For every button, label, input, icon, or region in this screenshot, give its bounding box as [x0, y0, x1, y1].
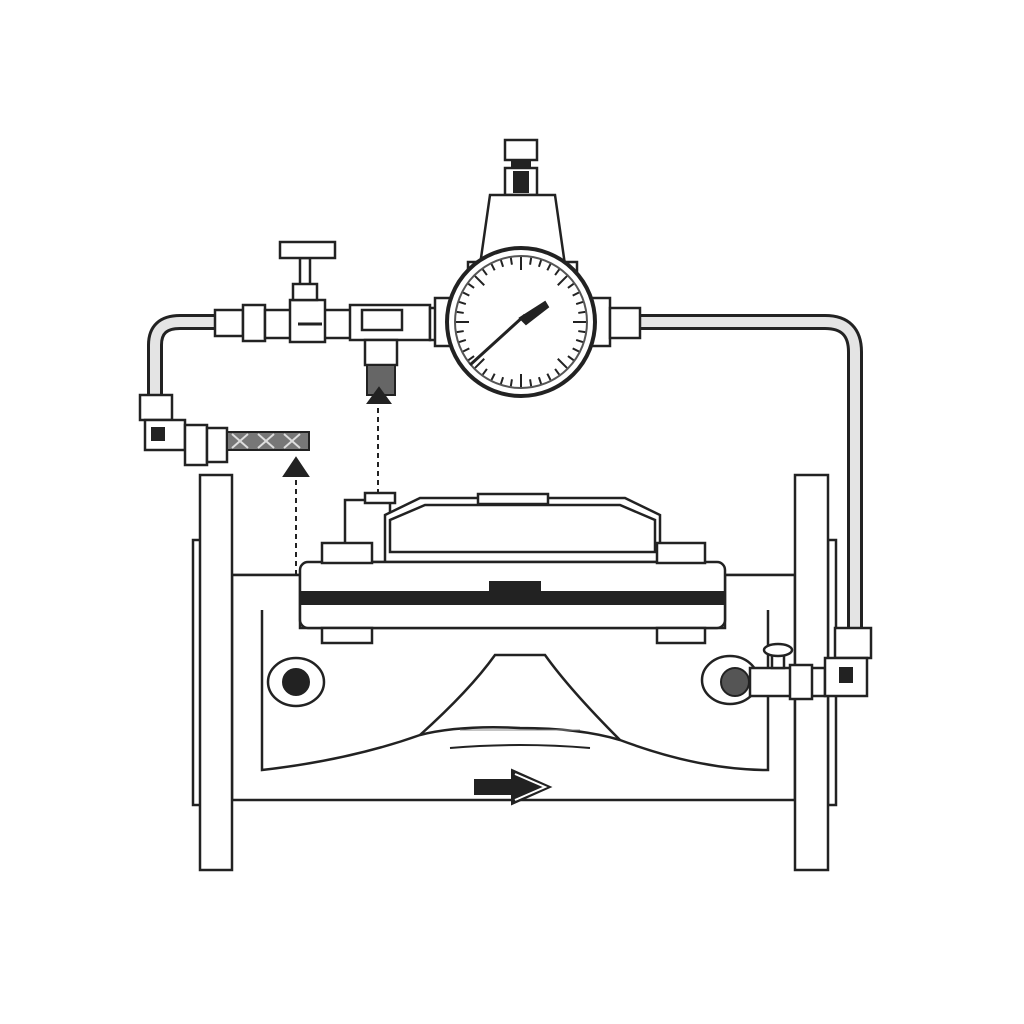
gauge-tick — [474, 358, 485, 369]
gauge-tick — [509, 379, 513, 387]
gauge-tick — [537, 259, 543, 268]
valve-cover — [298, 491, 727, 645]
gauge-tick — [481, 268, 488, 276]
outlet-port — [700, 654, 760, 706]
flow-triangle-icon — [282, 456, 310, 477]
gauge-tick — [467, 282, 475, 289]
gauge-tick — [546, 373, 552, 381]
flow-triangle-icon — [366, 386, 392, 404]
gauge-tick — [554, 268, 561, 276]
gauge-tick — [575, 338, 584, 344]
gauge-tick — [546, 263, 552, 271]
gauge-tick — [572, 347, 580, 353]
gauge-tick — [481, 368, 488, 376]
gauge-tick — [567, 282, 575, 289]
gauge-tick — [458, 300, 467, 306]
gauge-tick — [462, 291, 470, 297]
gauge-tick — [554, 368, 561, 376]
gauge-tick — [499, 376, 505, 385]
gauge-tick — [462, 347, 470, 353]
gauge-tick — [490, 373, 496, 381]
gauge-tick — [456, 310, 464, 314]
gauge-tick — [529, 379, 533, 387]
tee-fitting — [348, 303, 454, 404]
gauge-tick — [490, 263, 496, 271]
gauge-tick — [467, 355, 475, 362]
gauge-tick — [537, 376, 543, 385]
gauge-tick — [456, 330, 464, 334]
pressure-gauge-icon — [445, 246, 597, 398]
gauge-tick — [474, 275, 485, 286]
needle-valve — [213, 240, 357, 344]
inlet-port — [266, 656, 326, 708]
pilot-tubing — [147, 314, 863, 640]
gauge-tick — [575, 300, 584, 306]
gauge-tick — [557, 275, 568, 286]
gauge-tick — [529, 257, 533, 265]
inlet-strainer — [138, 393, 310, 467]
gauge-tick — [578, 330, 586, 334]
gauge-tick — [572, 291, 580, 297]
gauge-tick — [557, 358, 568, 369]
gauge-tick — [458, 338, 467, 344]
ball-valve — [748, 626, 873, 701]
gauge-tick — [499, 259, 505, 268]
gauge-tick — [567, 355, 575, 362]
gauge-tick — [578, 310, 586, 314]
gauge-tick — [509, 257, 513, 265]
flow-direction-arrow-icon — [474, 768, 553, 806]
